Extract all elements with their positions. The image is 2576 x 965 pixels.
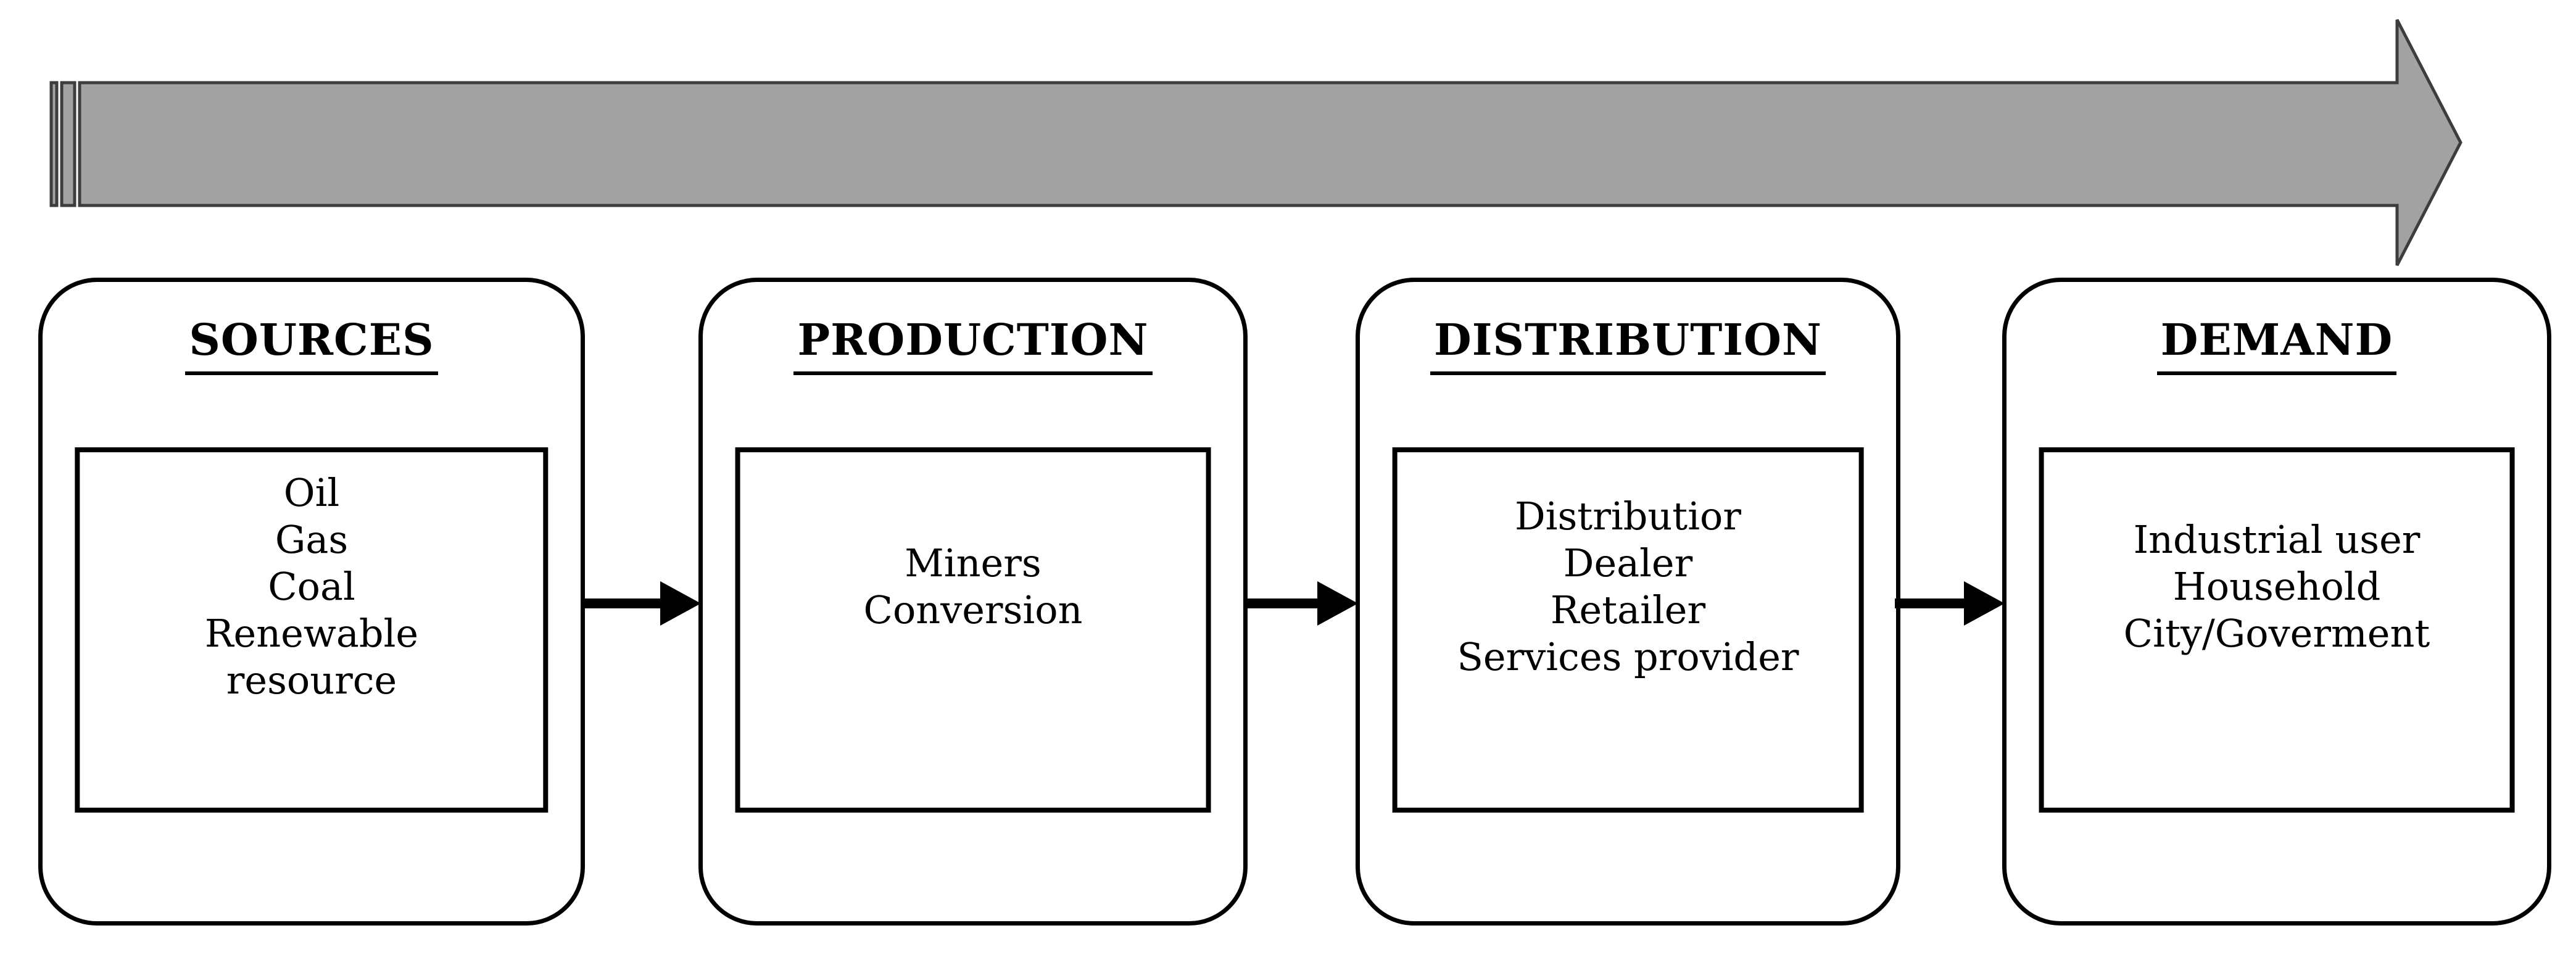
stage-item: Distributior: [1514, 494, 1742, 539]
stage-item: Services provider: [1457, 634, 1799, 679]
stage-item: Conversion: [863, 587, 1083, 632]
stage-item: Household: [2172, 564, 2381, 609]
connector-arrow-shaft: [1243, 598, 1322, 608]
stage-title-text: PRODUCTION: [793, 314, 1153, 375]
stage-items-box: Industrial user Household City/Goverment: [2039, 447, 2515, 813]
stage-sources: SOURCES Oil Gas Coal Renewable resource: [38, 278, 585, 926]
connector-arrow-head: [1317, 581, 1358, 626]
arrow-body: [78, 19, 2462, 267]
flow-direction-arrow: [49, 19, 2462, 267]
stage-item: Retailer: [1550, 587, 1706, 632]
stage-title-text: DISTRIBUTION: [1430, 314, 1826, 375]
arrow-stripe-thin: [49, 81, 59, 207]
connector-arrow: [1243, 581, 1358, 626]
connector-arrow-head: [660, 581, 701, 626]
connector-arrow: [1895, 581, 2005, 626]
connector-arrow-shaft: [581, 598, 665, 608]
stage-items-box: Oil Gas Coal Renewable resource: [75, 447, 549, 813]
stage-distribution: DISTRIBUTION Distributior Dealer Retaile…: [1356, 278, 1900, 926]
stage-title-text: SOURCES: [185, 314, 438, 375]
stage-title: SOURCES: [43, 314, 581, 375]
stage-item: Renewable: [204, 611, 419, 656]
stage-title: DEMAND: [2007, 314, 2547, 375]
stage-item: Dealer: [1563, 540, 1693, 586]
stage-item: Coal: [268, 564, 355, 609]
connector-arrow-head: [1964, 581, 2005, 626]
stage-items-box: Distributior Dealer Retailer Services pr…: [1392, 447, 1864, 813]
stage-title: PRODUCTION: [703, 314, 1243, 375]
stage-title: DISTRIBUTION: [1360, 314, 1896, 375]
stage-title-text: DEMAND: [2156, 314, 2397, 375]
stage-items-box: Miners Conversion: [735, 447, 1211, 813]
connector-arrow: [581, 581, 701, 626]
stage-demand: DEMAND Industrial user Household City/Go…: [2002, 278, 2551, 926]
stage-item: Oil: [283, 470, 340, 515]
stage-production: PRODUCTION Miners Conversion: [698, 278, 1248, 926]
stage-item: City/Goverment: [2123, 611, 2430, 656]
stage-item: Gas: [275, 517, 349, 562]
stage-item: Industrial user: [2133, 517, 2421, 562]
connector-arrow-shaft: [1895, 598, 1969, 608]
arrow-stripe-wide: [60, 81, 77, 207]
stage-item: resource: [226, 658, 397, 703]
stage-item: Miners: [905, 540, 1042, 586]
